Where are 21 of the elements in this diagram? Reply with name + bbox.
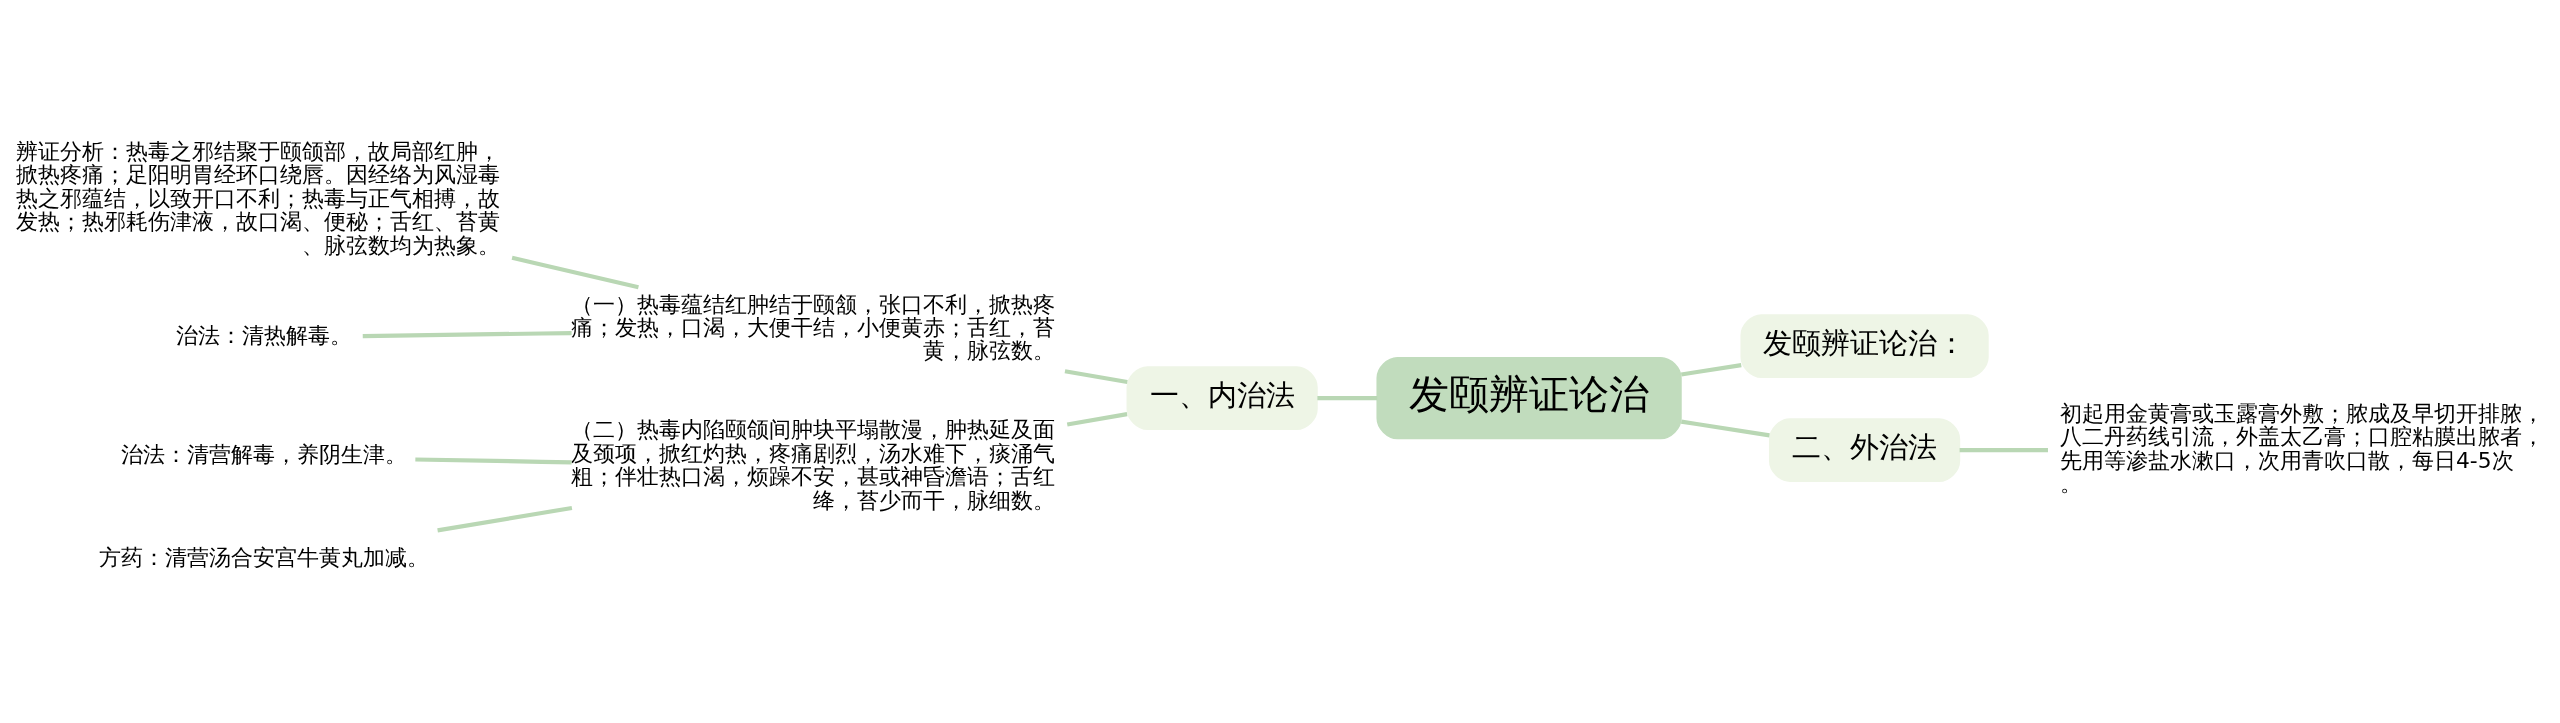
connector (437, 505, 573, 532)
node-box: 二、外治法 (1768, 417, 1961, 482)
connector (1680, 362, 1742, 377)
node-text: 初起用金黄膏或玉露膏外敷；脓成及早切开排脓，八二丹药线引流，外盖太乙膏；口腔粘膜出脓者，先用等渗盐水漱口，次用青吹口散，每日4-5次。 (2060, 400, 2544, 496)
connector (1959, 447, 2048, 452)
connector (415, 456, 572, 464)
connector (1317, 395, 1378, 400)
node-text: 治法：清营解毒，养阴生津。 (121, 441, 408, 467)
node-text: 辨证分析：热毒之邪结聚于颐颌部，故局部红肿，掀热疼痛；足阳明胃经环口绕唇。因经络为风湿毒热之邪蕴结，以致开口不利；热毒与正气相搏，故发热；热邪耗伤津液，故口渴、便秘；舌红、苔黄、脉弦数均为热象。 (16, 138, 500, 258)
connector (1064, 368, 1128, 384)
node-text: 方药：清营汤合安宫牛黄丸加减。 (99, 544, 430, 570)
node-box: 发颐辨证论治 (1376, 356, 1682, 439)
connector (362, 330, 572, 338)
connector (1066, 411, 1128, 426)
connector (511, 255, 639, 289)
node-text: （二）热毒内陷颐颌间肿块平塌散漫，肿热延及面及颈项，掀红灼热，疼痛剧烈，汤水难下，痰涌气粗；伴壮热口渴，烦躁不安，甚或神昏澹语；舌红绛，苔少而干，脉细数。 (571, 416, 1056, 513)
connector (1680, 419, 1770, 437)
node-text: （一）热毒蕴结红肿结于颐颔，张口不利，掀热疼痛；发热，口渴，大便干结，小便黄赤；舌红，苔黄，脉弦数。 (571, 291, 1056, 363)
node-box: 一、内治法 (1126, 365, 1318, 430)
node-box: 发颐辨证论治： (1740, 313, 1989, 378)
node-text: 治法：清热解毒。 (176, 322, 353, 348)
